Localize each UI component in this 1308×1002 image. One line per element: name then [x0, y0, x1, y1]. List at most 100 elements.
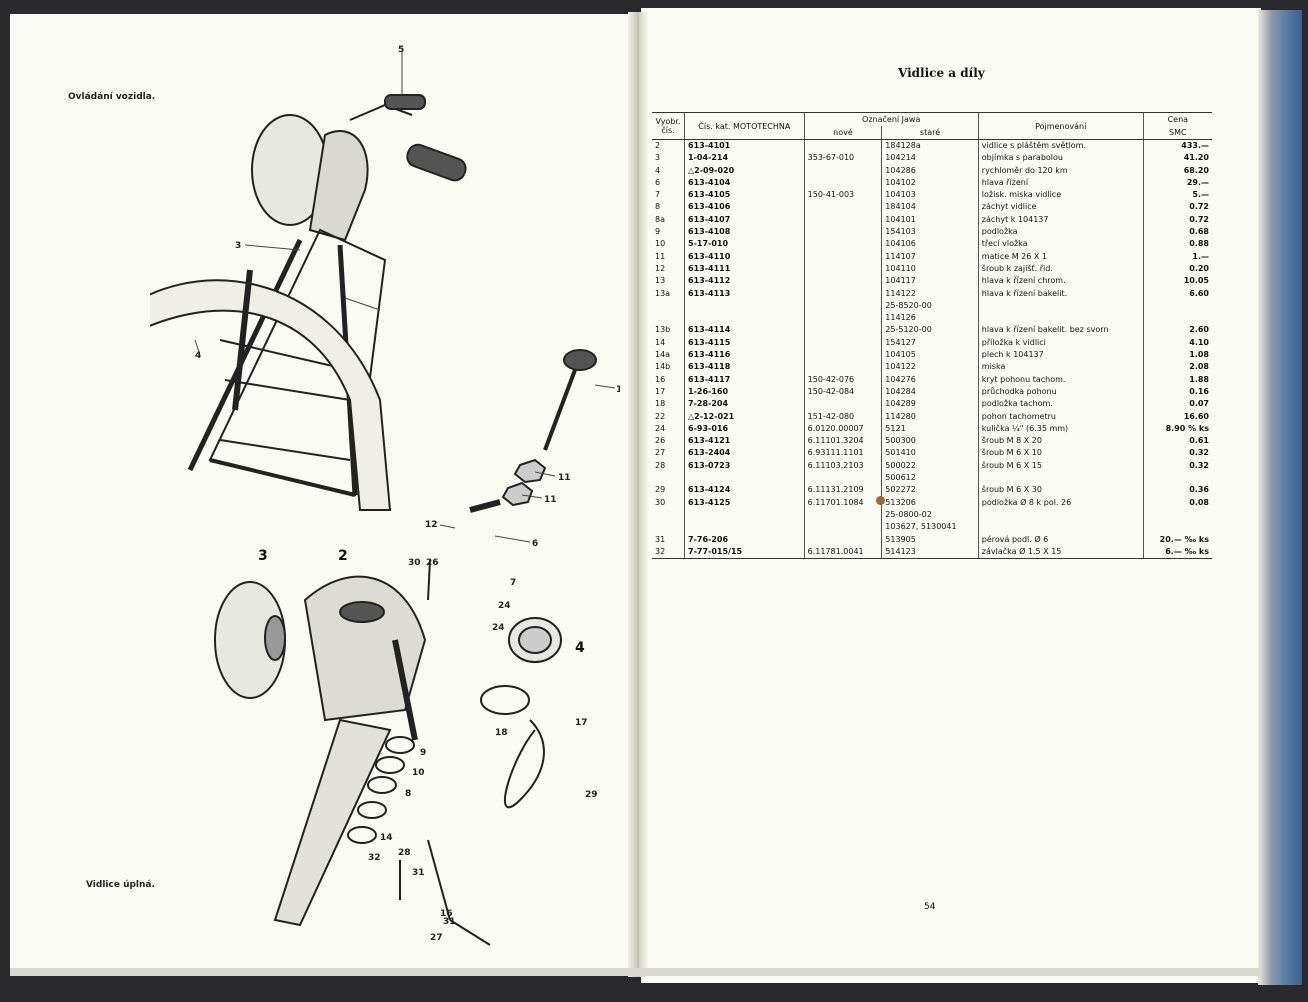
cell-catalog: 613-2404: [684, 447, 805, 460]
cell-price: [1142, 299, 1212, 313]
cell-price: 0.32: [1142, 447, 1212, 460]
callout-31a: 31: [412, 868, 425, 878]
cell-jawa-old: 104289: [881, 398, 979, 411]
cell-jawa-old: 502272: [881, 484, 979, 497]
cell-jawa-new: [803, 287, 882, 300]
cell-name: matice M 26 X 1: [977, 250, 1144, 263]
cell-jawa-new: [803, 324, 882, 337]
callout-24a: 24: [498, 601, 511, 611]
cell-catalog: 613-0723: [684, 459, 805, 473]
cell-jawa-new: [803, 299, 882, 313]
cell-jawa-old: 154103: [881, 226, 979, 239]
parts-table: Vyobr. čís. Čís. kat. MOTOTECHNA Označen…: [652, 112, 1212, 560]
callout-9: 9: [420, 748, 426, 758]
cell-catalog: △2-09-020: [684, 164, 805, 177]
cell-catalog: 613-4125: [684, 496, 805, 509]
callout-12: 12: [425, 520, 438, 530]
cell-jawa-old: 104102: [881, 176, 979, 190]
cell-price: 29.—: [1142, 176, 1212, 190]
cell-pos: [652, 300, 685, 312]
cell-catalog: 613-4113: [684, 287, 805, 300]
header-jawa: Označení Jawa: [803, 112, 979, 126]
cell-catalog: 1-26-160: [684, 385, 805, 399]
cell-jawa-new: 353-67-010: [803, 152, 882, 165]
cell-jawa-old: 104122: [881, 361, 979, 374]
cell-catalog: 6-93-016: [684, 422, 805, 436]
paper-stain: [876, 496, 885, 505]
table-row: 25-0800-02: [652, 508, 1212, 522]
callout-4: 4: [195, 351, 201, 361]
cell-name: hlava řízení: [977, 176, 1144, 190]
callout-11b: 11: [544, 495, 557, 505]
cell-jawa-new: [803, 201, 882, 214]
cell-pos: 11: [655, 251, 666, 261]
cell-jawa-new: [803, 533, 882, 546]
book-bottom-edge: [10, 968, 1260, 976]
cell-pos: [652, 509, 685, 521]
cell-jawa-new: [803, 398, 882, 411]
cell-pos: 13: [655, 276, 666, 286]
cell-name: podložka: [977, 226, 1144, 239]
cell-jawa-new: 6.11101.3204: [803, 435, 882, 448]
cell-name: závlačka Ø 1.5 X 15: [977, 545, 1144, 560]
cell-price: 4.10: [1142, 336, 1212, 350]
callout-30: 30: [408, 558, 421, 568]
cell-price: 68.20: [1142, 164, 1212, 177]
cell-jawa-old: 25-0800-02: [881, 508, 979, 522]
cell-name: rychloměr do 120 km: [977, 164, 1144, 177]
cell-pos: 32: [652, 545, 685, 560]
cell-jawa-old: 104117: [881, 275, 979, 288]
callout-31b: 31: [443, 917, 456, 927]
cell-pos: 14a: [655, 350, 671, 360]
cell-catalog: 5-17-010: [684, 238, 805, 251]
cell-price: 16.60: [1142, 410, 1212, 423]
cell-catalog: 613-4107: [684, 213, 805, 227]
cell-jawa-old: 104106: [881, 238, 979, 251]
callout-3: 3: [235, 241, 241, 251]
cell-price: 6.— ‰ ks: [1142, 545, 1212, 560]
callout-18: 18: [495, 728, 508, 738]
cell-catalog: 613-4116: [684, 349, 805, 362]
cell-name: [977, 312, 1144, 325]
cell-catalog: [684, 312, 805, 325]
callout-16: 16: [440, 909, 453, 919]
callout-6b: 6: [532, 539, 538, 549]
cell-jawa-old: 114107: [881, 250, 979, 263]
callout-24b: 24: [492, 623, 505, 633]
cell-name: průchodka pohonu: [977, 385, 1144, 399]
cell-name: šroub M 6 X 10: [977, 447, 1144, 460]
table-row: 103627, 5130041: [652, 521, 1212, 534]
cell-catalog: 613-4104: [684, 176, 805, 190]
cell-jawa-old: 104101: [881, 213, 979, 227]
cell-pos: [652, 521, 685, 533]
cell-price: [1142, 508, 1212, 522]
cell-jawa-new: 6.93111.1101: [803, 447, 882, 460]
cell-jawa-new: 150-42-076: [803, 373, 882, 386]
cell-jawa-old: 104286: [881, 164, 979, 177]
cell-price: 0.32: [1142, 459, 1212, 473]
cell-name: třecí vložka: [977, 238, 1144, 251]
cell-catalog: 613-4118: [684, 361, 805, 374]
cell-name: pohon tachometru: [977, 410, 1144, 423]
cell-jawa-new: [803, 226, 882, 239]
callout-27: 27: [430, 933, 443, 943]
cell-name: [977, 299, 1144, 313]
callout-14: 14: [380, 833, 393, 843]
cell-jawa-old: 5121: [881, 422, 979, 436]
cell-pos: 14: [655, 337, 666, 347]
cell-pos: 28: [655, 460, 666, 470]
cell-jawa-old: 104276: [881, 373, 979, 386]
cell-jawa-old: 114280: [881, 410, 979, 423]
cell-jawa-old: 154127: [881, 336, 979, 350]
cell-catalog: [684, 508, 805, 522]
callout-8: 8: [405, 789, 411, 799]
header-catalog: Čís. kat. MOTOTECHNA: [684, 112, 805, 140]
cell-catalog: 613-4112: [684, 275, 805, 288]
cell-catalog: 613-4110: [684, 250, 805, 263]
